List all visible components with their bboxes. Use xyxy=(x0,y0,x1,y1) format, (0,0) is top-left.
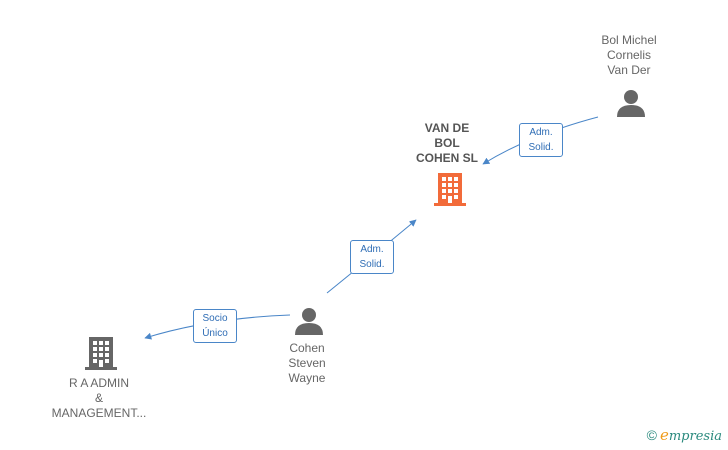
empresia-logo: ©empresia xyxy=(646,426,722,444)
building-icon-ra-admin[interactable] xyxy=(84,335,118,371)
main-company-label[interactable]: VAN DE BOL COHEN SL xyxy=(415,121,478,165)
ra-admin-label[interactable]: R A ADMIN & MANAGEMENT... xyxy=(51,376,147,420)
edge-label-bol-to-main[interactable]: Adm. Solid. xyxy=(519,123,563,157)
building-icon-main[interactable] xyxy=(433,171,467,207)
edge-label-cohen-to-main[interactable]: Adm. Solid. xyxy=(350,240,394,274)
person-icon-cohen-steven[interactable] xyxy=(294,306,324,336)
person-icon-bol-michel[interactable] xyxy=(616,88,646,118)
cohen-steven-label[interactable]: Cohen Steven Wayne xyxy=(288,341,326,385)
bol-michel-label[interactable]: Bol Michel Cornelis Van Der xyxy=(601,33,657,77)
edge-label-cohen-to-ra[interactable]: Socio Único xyxy=(193,309,237,343)
copyright-icon: © xyxy=(646,427,657,443)
